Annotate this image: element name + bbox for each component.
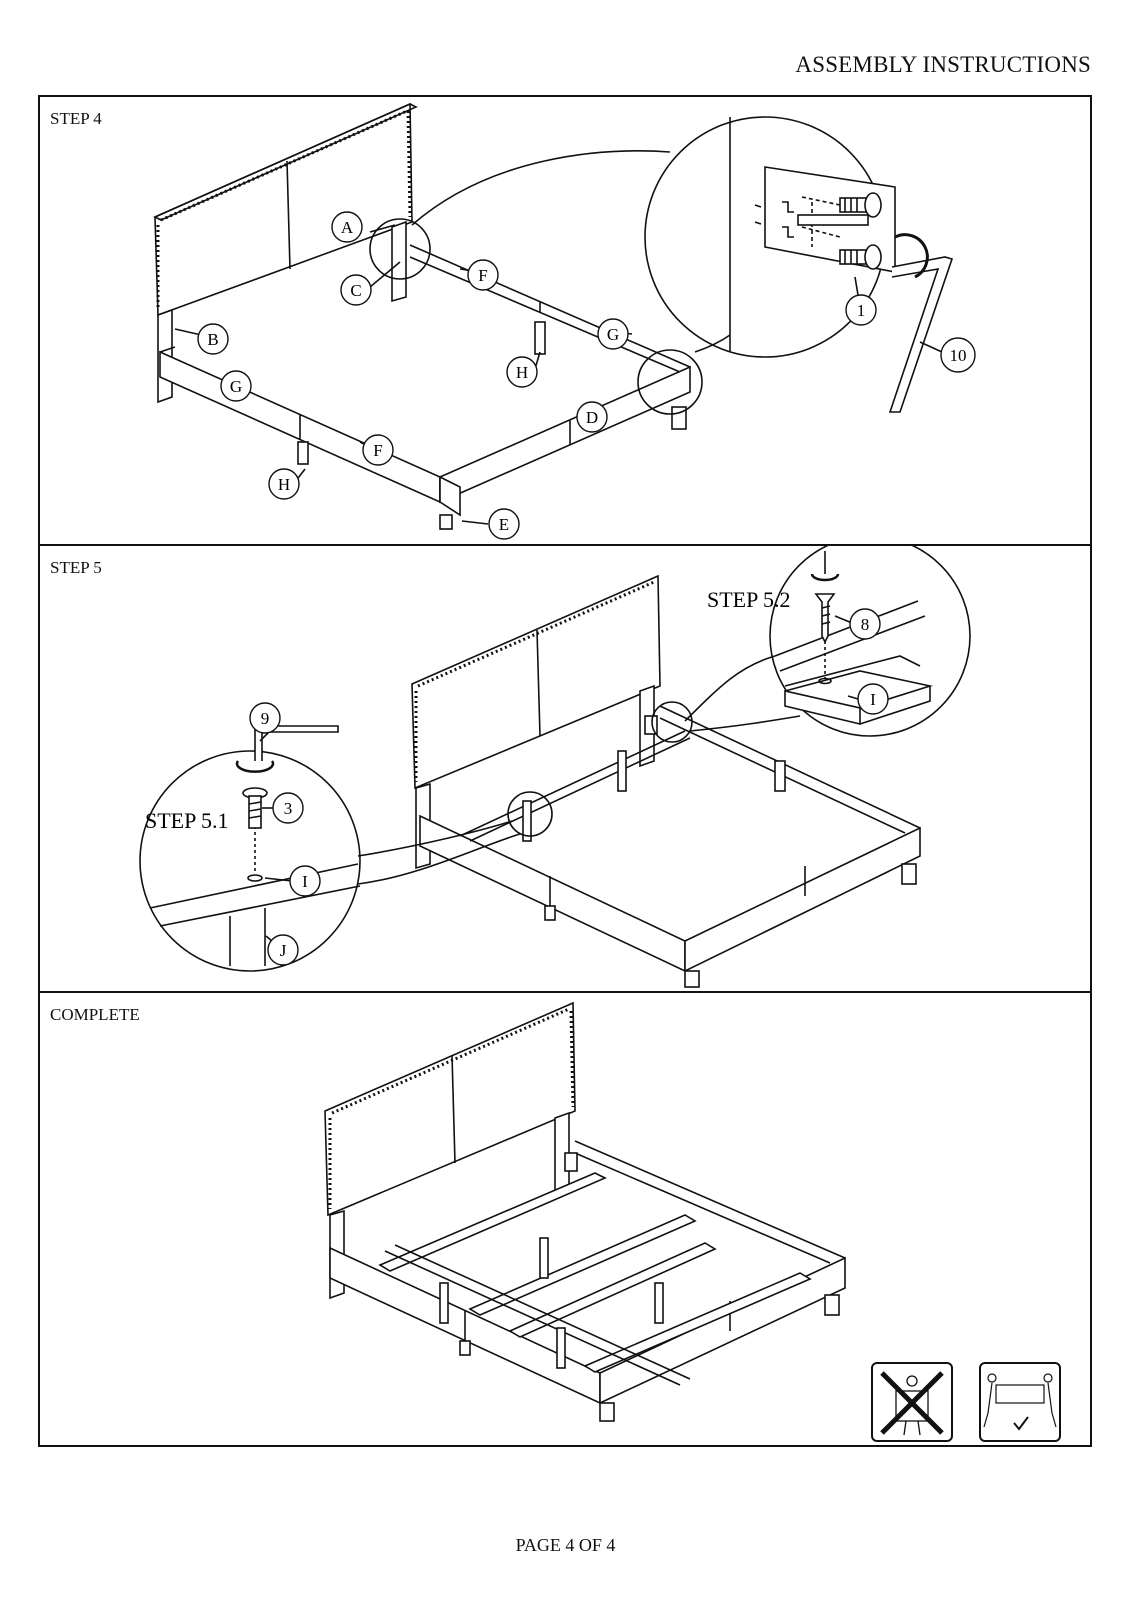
svg-text:9: 9 bbox=[261, 709, 270, 728]
complete-panel: COMPLETE bbox=[38, 991, 1092, 1447]
callout-9: 9 bbox=[249, 702, 281, 734]
svg-text:G: G bbox=[230, 377, 242, 396]
callout-B: B bbox=[197, 323, 229, 355]
page-title: ASSEMBLY INSTRUCTIONS bbox=[795, 52, 1091, 77]
callout-A: A bbox=[331, 211, 363, 243]
svg-text:I: I bbox=[870, 690, 876, 709]
svg-text:10: 10 bbox=[950, 346, 967, 365]
svg-text:8: 8 bbox=[861, 615, 870, 634]
callout-D: D bbox=[576, 401, 608, 433]
svg-text:H: H bbox=[516, 363, 528, 382]
callout-J: J bbox=[267, 934, 299, 966]
svg-text:3: 3 bbox=[284, 799, 293, 818]
callout-3: 3 bbox=[272, 792, 304, 824]
svg-text:1: 1 bbox=[857, 301, 866, 320]
callout-I-left: I bbox=[289, 865, 321, 897]
callout-G-back: G bbox=[597, 318, 629, 350]
svg-text:F: F bbox=[478, 266, 487, 285]
svg-text:A: A bbox=[341, 218, 354, 237]
callout-C: C bbox=[340, 274, 372, 306]
step-4-panel: STEP 4 bbox=[38, 95, 1092, 546]
svg-text:C: C bbox=[350, 281, 361, 300]
callout-10: 10 bbox=[940, 337, 976, 373]
no-single-person-lift-icon bbox=[871, 1362, 953, 1442]
complete-label: COMPLETE bbox=[50, 1005, 140, 1024]
step-5-label: STEP 5 bbox=[50, 558, 102, 577]
step-5-1-label: STEP 5.1 bbox=[145, 808, 229, 833]
svg-text:E: E bbox=[499, 515, 509, 534]
step-5-illustration: 9 3 I J 8 I STEP 5.1 STEP 5.2 bbox=[139, 546, 971, 988]
callout-E: E bbox=[488, 508, 520, 540]
callout-8: 8 bbox=[849, 608, 881, 640]
callout-I-right: I bbox=[857, 683, 889, 715]
svg-text:I: I bbox=[302, 872, 308, 891]
svg-text:D: D bbox=[586, 408, 598, 427]
two-person-lift-icon bbox=[979, 1362, 1061, 1442]
step-4-illustration: A C B G F G H D F H E 1 10 bbox=[153, 102, 976, 540]
callout-H-front: H bbox=[268, 468, 300, 500]
callout-1: 1 bbox=[845, 294, 877, 326]
callout-G-left: G bbox=[220, 370, 252, 402]
step-5-panel: STEP 5 bbox=[38, 544, 1092, 993]
page-number: PAGE 4 OF 4 bbox=[515, 1535, 616, 1555]
callout-F-back: F bbox=[467, 259, 499, 291]
svg-text:B: B bbox=[207, 330, 218, 349]
callout-H-center: H bbox=[506, 356, 538, 388]
step-5-2-label: STEP 5.2 bbox=[707, 587, 791, 612]
callout-F-front: F bbox=[362, 434, 394, 466]
step-4-label: STEP 4 bbox=[50, 109, 102, 128]
svg-text:F: F bbox=[373, 441, 382, 460]
svg-text:J: J bbox=[280, 941, 287, 960]
complete-illustration bbox=[324, 1001, 1061, 1442]
svg-text:G: G bbox=[607, 325, 619, 344]
svg-text:H: H bbox=[278, 475, 290, 494]
